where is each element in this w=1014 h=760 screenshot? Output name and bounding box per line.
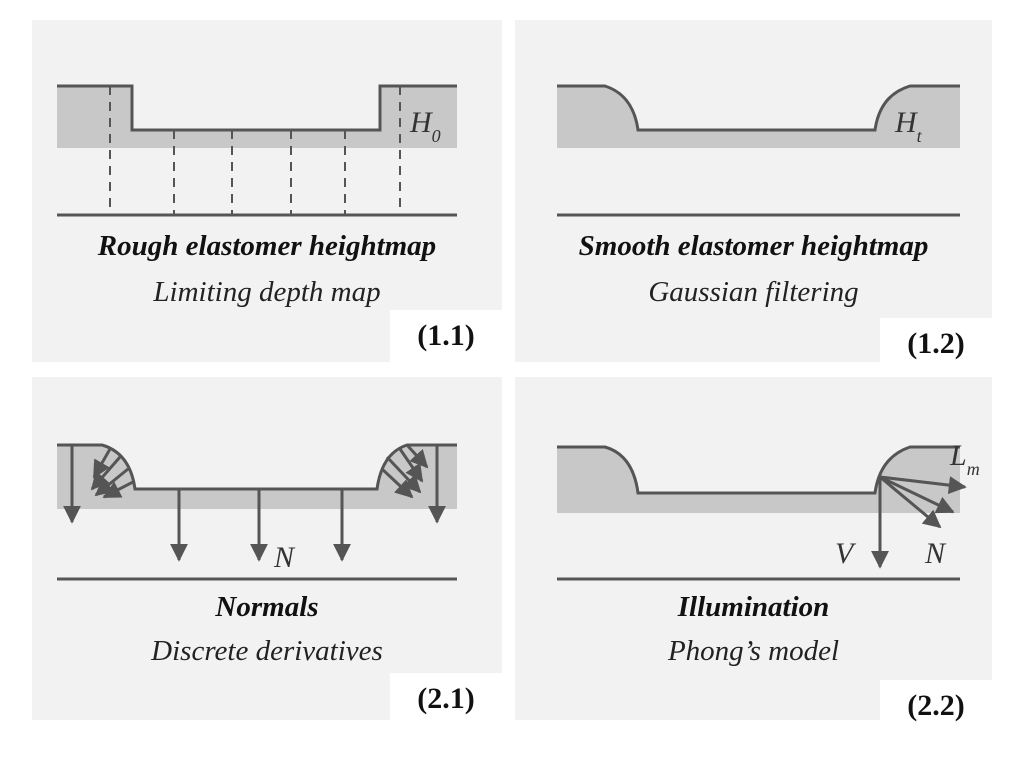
heightmap-profile [557,84,960,132]
panel-rough-heightmap: H0 Rough elastomer heightmap Limiting de… [32,20,502,362]
panel-subtitle: Phong’s model [667,635,840,667]
view-symbol: V [835,537,857,570]
reflection-vector [879,475,955,514]
phong-vectors [871,475,967,569]
heightmap-fill [57,86,457,148]
panel-badge: (1.2) [880,318,992,370]
panel-title: Rough elastomer heightmap [97,230,437,262]
depth-sample-lines [109,86,401,215]
panel-normals: N Normals Discrete derivatives (2.1) [32,377,502,725]
heightmap-fill [57,445,457,509]
illumination-diagram: Lm V N [557,439,980,581]
heightmap-profile [57,443,457,491]
panel-subtitle: Discrete derivatives [151,635,383,667]
normal-symbol: N [924,537,947,570]
light-vector [879,475,967,495]
height-symbol: Ht [894,106,923,146]
normal-arrows [63,443,446,562]
normals-diagram: N [57,443,457,581]
panel-subtitle: Limiting depth map [153,276,381,308]
heightmap-profile [57,84,457,132]
panel-title: Smooth elastomer heightmap [578,230,929,262]
height-symbol: H0 [409,106,441,146]
panel-badge: (1.1) [390,310,502,362]
panel-badge: (2.1) [390,673,502,725]
panel-badge: (2.2) [880,680,992,732]
panel-illumination: Lm V N Illumination Phong’s model (2.2) [515,377,992,732]
heightmap-fill [557,447,960,513]
heightmap-fill [557,86,960,148]
heightmap-profile [557,445,960,495]
normal-symbol: N [273,541,296,574]
rough-heightmap-diagram: H0 [57,84,457,217]
panel-title: Normals [215,591,319,623]
normal-vector [879,475,942,529]
light-symbol: Lm [949,439,980,479]
smooth-heightmap-diagram: Ht [557,84,960,217]
panel-subtitle: Gaussian filtering [648,276,859,308]
panel-smooth-heightmap: Ht Smooth elastomer heightmap Gaussian f… [515,20,992,370]
panel-title: Illumination [677,591,830,623]
